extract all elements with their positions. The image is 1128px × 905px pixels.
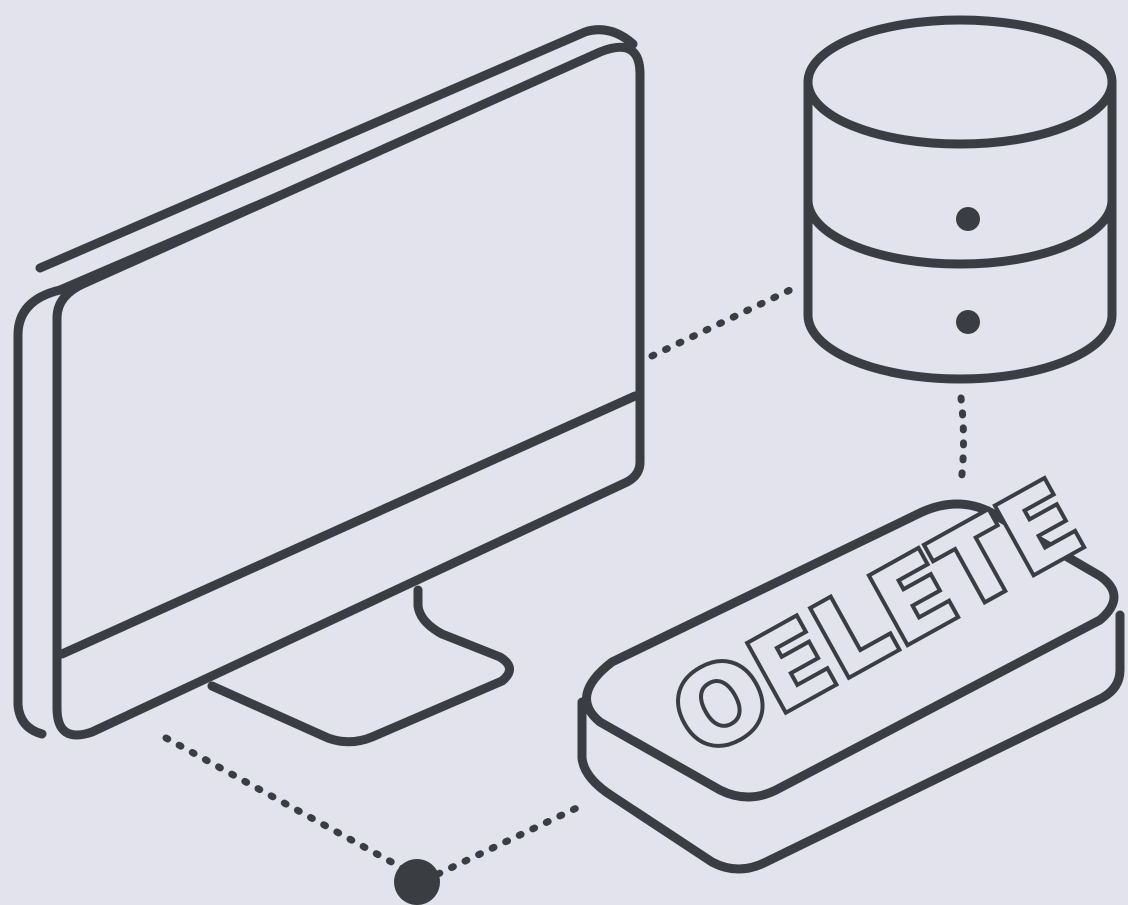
link-database-key <box>957 394 967 488</box>
monitor-stand <box>207 585 514 747</box>
junction-dot-icon <box>394 859 440 905</box>
database-indicator-top <box>956 207 980 231</box>
monitor-frame <box>52 42 645 740</box>
database-top <box>803 15 1117 149</box>
key-top-face[interactable] <box>582 499 1119 802</box>
monitor-chin-line <box>57 391 640 659</box>
monitor-icon <box>13 25 645 747</box>
database-indicator-bottom <box>956 310 980 334</box>
connector-links <box>162 286 967 878</box>
link-junction-key <box>434 800 589 878</box>
database-body <box>803 77 1117 384</box>
database-icon <box>803 15 1117 384</box>
link-monitor-junction <box>162 734 410 874</box>
database-divider <box>803 195 1117 269</box>
keyboard-key-icon[interactable]: OELETE <box>577 454 1125 874</box>
link-monitor-database <box>648 286 794 360</box>
